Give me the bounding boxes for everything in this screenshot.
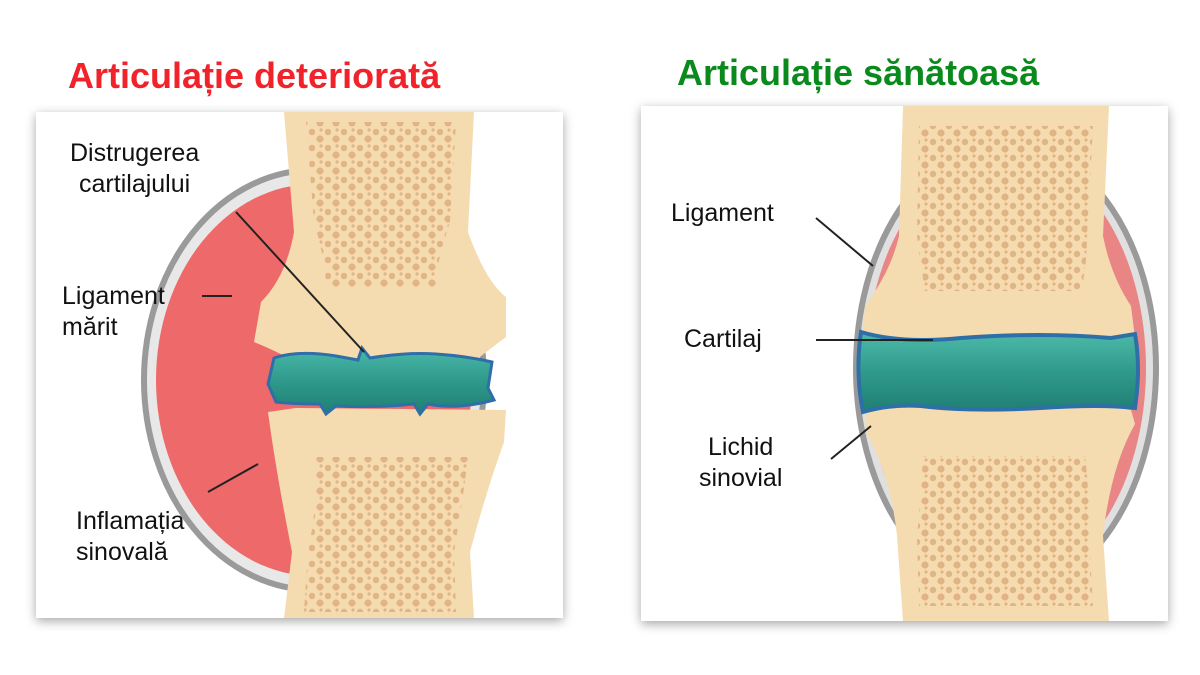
damaged-joint-card: Distrugerea cartilajului Ligament mărit … [36, 112, 563, 618]
healthy-joint-illustration [815, 106, 1159, 621]
synovial-fluid-line-2: sinovial [699, 464, 783, 492]
synovial-inflammation-pointer [207, 463, 259, 493]
cartilage-destruction-label: Distrugerea cartilajului [70, 138, 199, 200]
synovial-fluid [856, 329, 1140, 415]
enlarged-ligament-label: Ligament mărit [62, 281, 165, 343]
synovial-inflammation-line-1: Inflamația [76, 507, 185, 535]
healthy-joint-card: Ligament Cartilaj Lichid sinovial [641, 106, 1168, 621]
synovial-fluid [266, 344, 497, 417]
damaged-joint-illustration [141, 112, 506, 618]
cartilage-destruction-pointer [235, 211, 365, 353]
synovial-inflammation-line-2: sinovală [76, 538, 168, 566]
cartilage-destruction-line-1: Distrugerea [70, 139, 200, 167]
synovial-fluid-pointer [830, 425, 872, 460]
enlarged-ligament-line-1: Ligament [62, 282, 165, 310]
enlarged-ligament-line-2: mărit [62, 313, 118, 341]
damaged-joint-title: Articulație deteriorată [68, 55, 441, 96]
synovial-inflammation-label: Inflamația sinovală [76, 506, 184, 568]
upper-bone-spongy [917, 126, 1093, 291]
lower-bone-spongy [304, 457, 468, 612]
lower-bone-spongy [917, 456, 1093, 606]
cartilage-label: Cartilaj [684, 325, 762, 353]
ligament-pointer [815, 217, 874, 267]
ligament-label: Ligament [671, 199, 774, 227]
synovial-fluid-label: Lichid sinovial [699, 432, 782, 494]
upper-bone-spongy [306, 122, 456, 287]
synovial-fluid-line-1: Lichid [708, 433, 774, 461]
healthy-joint-title: Articulație sănătoasă [677, 52, 1040, 93]
cartilage-destruction-line-2: cartilajului [79, 170, 191, 198]
